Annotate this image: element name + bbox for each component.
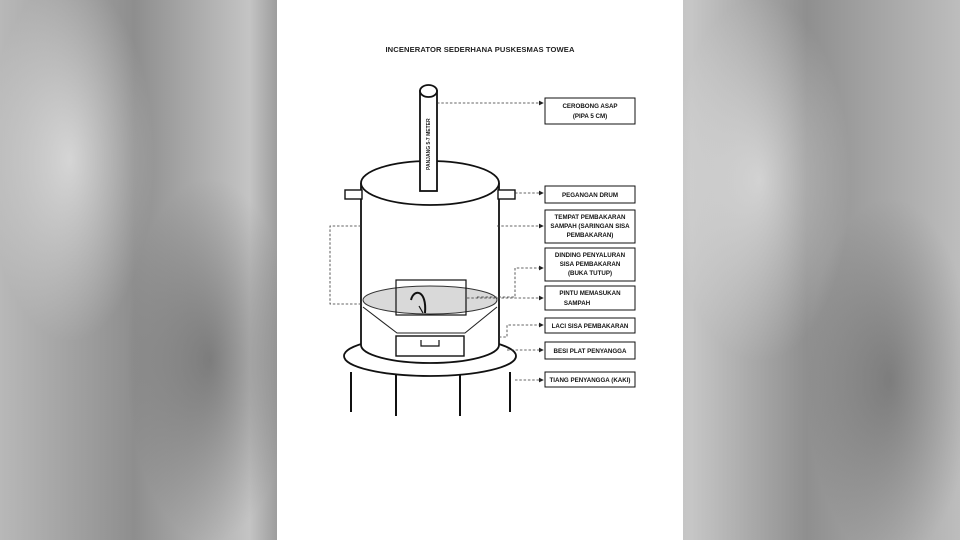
incinerator-diagram: PANJANG 5-7 METER	[329, 84, 636, 416]
document-page: INCENERATOR SEDERHANA PUSKESMAS TOWEA	[277, 0, 683, 540]
diagram-title: INCENERATOR SEDERHANA PUSKESMAS TOWEA	[385, 45, 575, 54]
label-dinding-line-3: (BUKA TUTUP)	[568, 270, 612, 277]
label-dinding-line-2: SISA PEMBAKARAN	[560, 261, 621, 268]
label-box-tiang	[544, 371, 636, 388]
label-box-dinding	[544, 247, 636, 282]
drum-handles	[344, 189, 516, 200]
label-boxes	[544, 97, 636, 388]
label-box-pintu	[544, 285, 636, 311]
label-pegangan-line-1: PEGANGAN DRUM	[562, 192, 618, 199]
label-box-besi	[544, 341, 636, 360]
label-tempat-line-2: SAMPAH (SARINGAN SISA	[550, 223, 630, 230]
label-pintu-line-1: PINTU MEMASUKAN	[559, 290, 621, 297]
label-tempat-line-3: PEMBAKARAN)	[567, 232, 614, 239]
ash-drawer	[395, 335, 465, 357]
label-box-laci	[544, 317, 636, 334]
label-besi-line-1: BESI PLAT PENYANGGA	[554, 348, 627, 355]
label-cerobong-line-2: (PIPA 5 CM)	[573, 113, 607, 120]
label-pintu-line-2: SAMPAH	[564, 300, 591, 307]
label-box-pegangan	[544, 185, 636, 204]
label-dinding-line-1: DINDING PENYALURAN	[555, 252, 626, 259]
waste-door	[395, 279, 467, 316]
label-box-cerobong	[544, 97, 636, 125]
label-laci-line-1: LACI SISA PEMBAKARAN	[552, 323, 629, 330]
burning-grate	[362, 285, 498, 315]
label-tiang-line-1: TIANG PENYANGGA (KAKI)	[549, 377, 630, 384]
chimney-pipe: PANJANG 5-7 METER	[419, 84, 438, 192]
support-legs	[350, 372, 511, 416]
label-tempat-line-1: TEMPAT PEMBAKARAN	[555, 214, 626, 221]
label-cerobong-line-1: CEROBONG ASAP	[562, 103, 617, 110]
chimney-length-text: PANJANG 5-7 METER	[426, 118, 432, 170]
ash-funnel-wall	[362, 306, 498, 334]
leader-lines	[329, 100, 543, 383]
label-box-tempat	[544, 209, 636, 244]
